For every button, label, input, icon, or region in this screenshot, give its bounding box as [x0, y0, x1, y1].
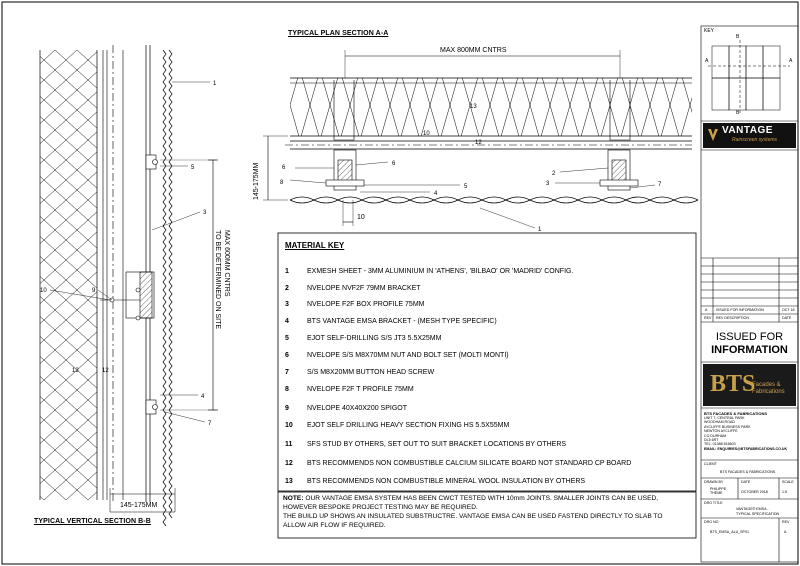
- ps-callout-6b: 6: [392, 161, 396, 167]
- drg-title-2: TYPICAL SPECIFICATION: [736, 512, 780, 516]
- vantage-logo-mark: [708, 129, 718, 141]
- drawn-label: DRAWN BY: [704, 480, 724, 484]
- drg-title-1: VANTAGE® EMSA -: [736, 507, 769, 511]
- note-box: [277, 491, 697, 539]
- vs-callout-3: 3: [203, 210, 207, 216]
- ps-callout-8: 8: [280, 180, 284, 186]
- ps-callout-10: 10: [423, 131, 430, 137]
- vs-callout-4: 4: [201, 394, 205, 400]
- company-name: BTS FACADES & FABRICATIONS: [704, 411, 768, 416]
- key-label: KEY: [704, 28, 715, 34]
- date-value: OCTOBER 2018: [741, 490, 768, 494]
- date-label: DATE: [741, 480, 751, 484]
- rev-a-desc: ISSUED FOR INFORMATION: [716, 308, 764, 312]
- key-plan-grid: [708, 40, 790, 115]
- plan-section-title: TYPICAL PLAN SECTION A-A: [288, 30, 389, 37]
- vs-dim-vertical: MAX 600MM CNTRS TO BE DETERMINED ON SITE: [214, 230, 230, 330]
- vs-callout-9: 9: [92, 288, 96, 294]
- ps-callout-2: 2: [552, 171, 556, 177]
- drg-no-label: DRG NO: [704, 520, 719, 524]
- vantage-brand: VANTAGE: [722, 125, 773, 136]
- vs-callout-7: 7: [208, 421, 212, 427]
- client-value: BTS FACADES & FABRICATIONS: [720, 470, 776, 474]
- vs-callout-10: 10: [40, 288, 47, 294]
- ps-callout-13: 13: [470, 104, 477, 110]
- ps-callout-12: 12: [475, 140, 482, 146]
- key-b-top: B: [736, 34, 740, 40]
- material-key-box: [277, 232, 697, 492]
- key-a-left: A: [705, 58, 709, 64]
- bts-logo-bg: [703, 364, 796, 406]
- issued-status: ISSUED FOR INFORMATION: [711, 331, 788, 356]
- drg-no-value: BTS_EMSA_ALU_SP01: [710, 530, 749, 534]
- rev-a-date: OCT 18: [782, 308, 795, 312]
- scale-label: SCALE: [782, 480, 794, 484]
- bts-logo-sub: Facades & Fabrications: [752, 382, 785, 395]
- plan-section-drawing: 13 10 12 6 8 6 5 4 1 2 3 7: [263, 50, 699, 233]
- rev-value: A: [784, 530, 787, 534]
- vantage-sub: Rainscreen systems: [732, 137, 778, 143]
- bts-logo-text: BTS: [710, 371, 756, 397]
- rev-desc-header: REV DESCRIPTION: [716, 316, 749, 320]
- vs-callout-1: 1: [213, 81, 217, 87]
- ps-callout-6: 6: [282, 165, 286, 171]
- ps-callout-1: 1: [538, 227, 542, 233]
- key-a-right: A: [789, 58, 793, 64]
- ps-callout-5: 5: [464, 184, 468, 190]
- drawn-value: PHILIPPE THEME: [710, 487, 727, 496]
- rev-col-header: REV: [704, 316, 712, 320]
- ps-callout-3: 3: [546, 181, 550, 187]
- drg-title-label: DRG TITLE: [704, 501, 723, 505]
- vantage-logo-bg: [703, 123, 796, 148]
- vs-callout-5: 5: [191, 165, 195, 171]
- vs-callout-12: 12: [102, 368, 109, 374]
- client-label: CLIENT: [704, 462, 717, 466]
- note-text: NOTE: OUR VANTAGE EMSA SYSTEM HAS BEEN C…: [283, 495, 663, 529]
- ps-dim-max: MAX 800MM CNTRS: [440, 47, 507, 54]
- vs-dim-bracket: 145-175MM: [120, 502, 158, 509]
- ps-callout-7: 7: [658, 182, 662, 188]
- key-b-bottom: B: [736, 110, 740, 116]
- vertical-section-title: TYPICAL VERTICAL SECTION B-B: [34, 518, 151, 525]
- date-header: DATE: [782, 316, 792, 320]
- ps-dim-depth: 145-175MM: [253, 162, 260, 200]
- company-address: UNIT 7, CENTRAL PARK WOODHAM ROAD AYCLIF…: [704, 416, 788, 451]
- material-key-title: MATERIAL KEY: [285, 241, 345, 250]
- title-block-frame: [700, 25, 799, 563]
- vs-callout-13: 13: [72, 368, 79, 374]
- ps-callout-4: 4: [434, 191, 438, 197]
- scale-value: 1:5: [782, 490, 787, 494]
- rev-label: REV: [782, 520, 790, 524]
- ps-dim-10: 10: [357, 214, 365, 221]
- rev-a-letter: A: [705, 308, 708, 312]
- vertical-section-drawing: 1 5 3 10 9 13 12 4 7: [39, 45, 218, 527]
